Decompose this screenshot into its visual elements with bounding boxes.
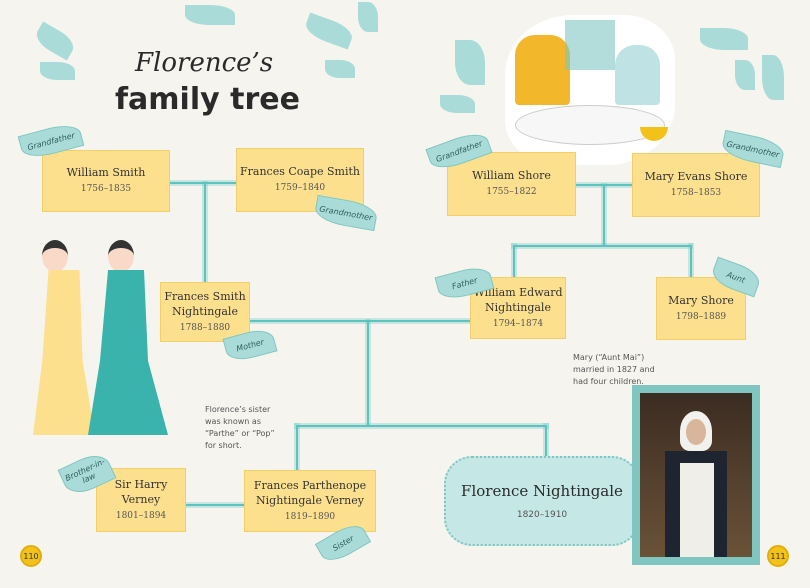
person-frances-smith-nightingale: Frances Smith Nightingale 1788–1880: [160, 282, 250, 342]
person-name: Frances Parthenope Nightingale Verney: [253, 478, 367, 507]
aunt-mai-note: Mary (“Aunt Mai”) married in 1827 and ha…: [573, 353, 655, 386]
person-mary-evans-shore: Mary Evans Shore 1758–1853: [632, 153, 760, 217]
connector-line: [204, 183, 206, 282]
person-years: 1801–1894: [115, 510, 167, 521]
connector-line: [170, 182, 236, 184]
person-years: 1819–1890: [284, 511, 336, 522]
person-name: Mary Evans Shore: [644, 170, 748, 183]
person-years: 1794–1874: [492, 318, 544, 329]
page-number-right: 111: [767, 545, 789, 567]
leaf-decoration: [302, 12, 356, 50]
person-years: 1759–1840: [274, 183, 326, 193]
person-name: Frances Smith Nightingale: [164, 289, 246, 318]
person-years: 1788–1880: [179, 322, 231, 333]
person-name: William Shore: [472, 169, 551, 182]
leaf-decoration: [455, 40, 485, 85]
person-years: 1798–1889: [675, 311, 727, 322]
connector-line: [250, 320, 470, 322]
connector-line: [367, 321, 369, 425]
person-william-shore: William Shore 1755–1822: [447, 152, 576, 216]
person-parthenope: Frances Parthenope Nightingale Verney 18…: [244, 470, 376, 532]
person-name: Frances Coape Smith: [240, 165, 360, 178]
person-name: William Edward Nightingale: [473, 285, 563, 314]
leaf-decoration: [358, 2, 378, 32]
person-name: William Smith: [66, 166, 146, 179]
title-line2: family tree: [115, 82, 300, 117]
leaf-decoration: [440, 95, 475, 113]
person-william-smith: William Smith 1756–1835: [42, 150, 170, 212]
connector-line: [603, 185, 605, 245]
person-years: 1756–1835: [80, 184, 132, 194]
person-florence-nightingale: Florence Nightingale 1820–1910: [444, 456, 640, 546]
leaf-decoration: [185, 5, 235, 25]
leaf-decoration: [762, 55, 784, 100]
person-name: Sir Harry Verney: [114, 477, 168, 506]
leaf-decoration: [32, 21, 78, 61]
leaf-decoration: [735, 60, 755, 90]
parthe-note: Florence’s sister was known as “Parthe” …: [205, 405, 275, 450]
florence-portrait: [632, 385, 760, 565]
leaf-decoration: [40, 62, 75, 80]
connector-line: [545, 425, 547, 458]
person-years: 1820–1910: [516, 510, 568, 520]
person-name: Mary Shore: [668, 293, 734, 307]
leaf-decoration: [325, 60, 355, 78]
page-number-left: 110: [20, 545, 42, 567]
person-name: Florence Nightingale: [461, 482, 623, 500]
person-years: 1755–1822: [486, 187, 537, 197]
leaf-decoration: [700, 28, 748, 50]
breakfast-illustration: [505, 15, 675, 165]
connector-line: [296, 425, 547, 427]
connector-line: [513, 245, 515, 277]
relation-leaf: Grandmother: [313, 194, 379, 232]
connector-line: [296, 425, 298, 470]
connector-line: [690, 245, 692, 277]
sisters-illustration: [30, 240, 170, 435]
connector-line: [186, 504, 244, 506]
title-line1: Florence’s: [135, 48, 274, 78]
connector-line: [513, 245, 691, 247]
person-years: 1758–1853: [670, 188, 722, 198]
